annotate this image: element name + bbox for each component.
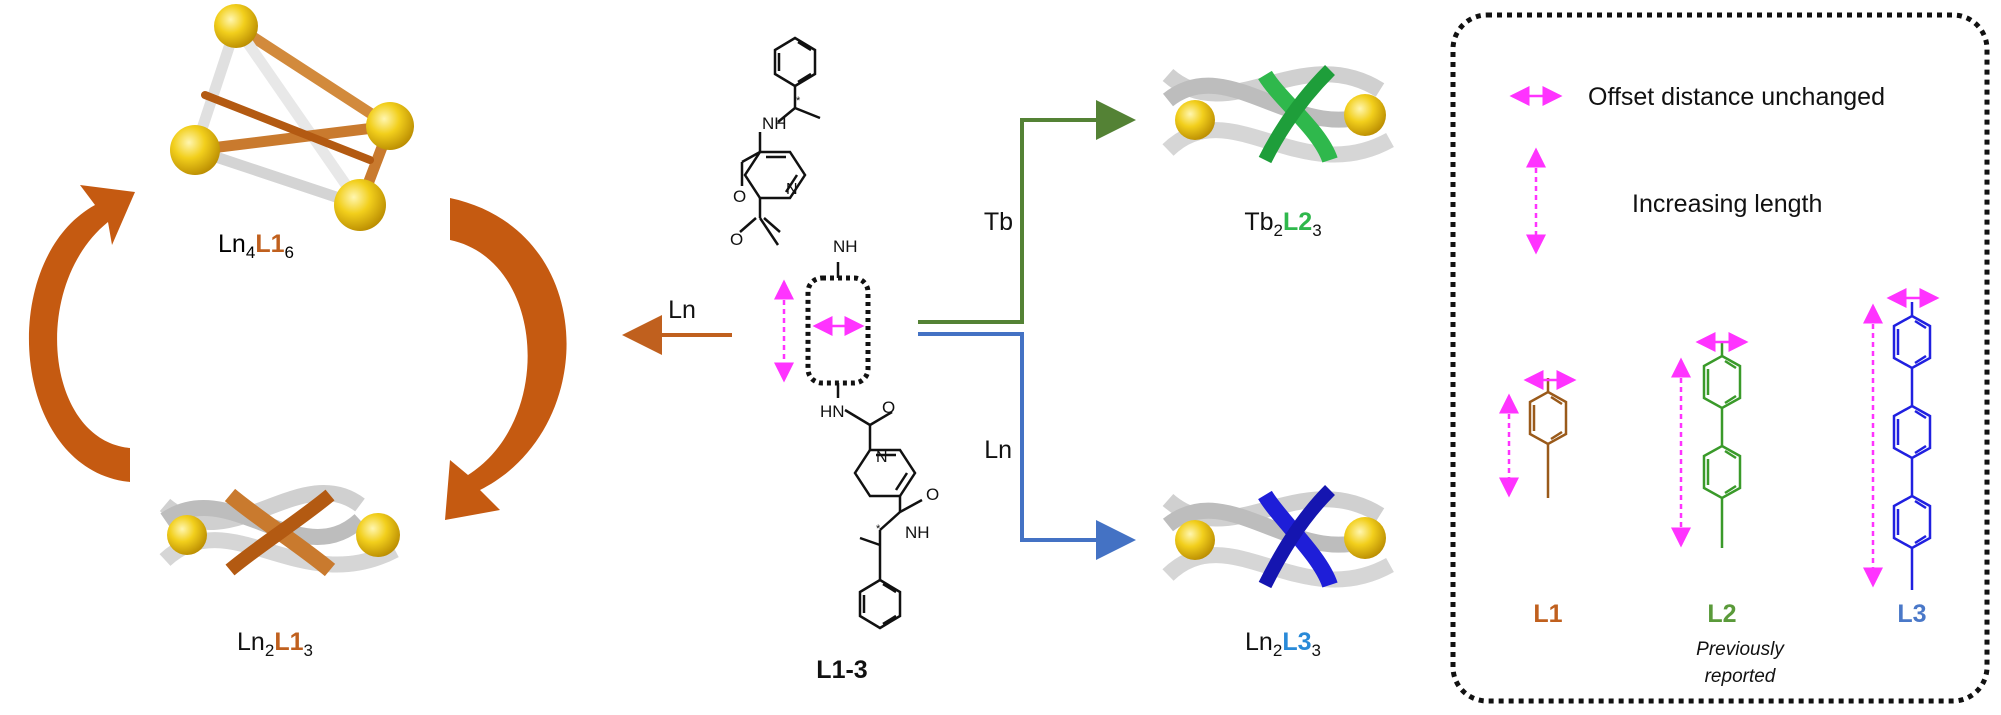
helicate-l2-label: Tb2L23 — [1244, 208, 1321, 240]
helicate-l3-label: Ln2L33 — [1245, 628, 1321, 660]
atom-nh-top: NH — [833, 237, 858, 256]
arrow-to-ln-l3 — [918, 332, 1136, 560]
legend-l2-label: L2 — [1707, 600, 1736, 628]
spacer-l2 — [1702, 343, 1742, 548]
helicate-l1-label: Ln2L13 — [237, 628, 313, 660]
atom-o-top2: O — [730, 230, 743, 249]
legend-l1-label: L1 — [1533, 600, 1562, 628]
legend-l3-label: L3 — [1897, 600, 1926, 628]
cycle-arrow-left — [28, 185, 135, 482]
atom-n-top: N — [786, 181, 798, 198]
ligand-label: L1-3 — [816, 656, 867, 684]
ligand-structure — [739, 36, 923, 630]
legend-length-text: Increasing length — [1632, 190, 1822, 218]
legend-note-line2: reported — [1705, 666, 1777, 687]
atom-hn-bottom: HN — [820, 402, 845, 421]
arrow-tb-label: Tb — [984, 208, 1013, 236]
legend-offset-text: Offset distance unchanged — [1588, 83, 1885, 111]
arrow-ln-label: Ln — [668, 296, 696, 324]
atom-n-bottom: N — [876, 449, 888, 466]
tetrahedron-label: Ln4L16 — [218, 230, 294, 262]
helicate-l2 — [1162, 65, 1394, 164]
atom-o-top: O — [733, 187, 746, 206]
atom-star-top: * — [796, 95, 801, 107]
legend-box — [1450, 12, 1990, 704]
legend-note-line1: Previously — [1696, 639, 1785, 660]
arrow-ln-l3-label: Ln — [984, 436, 1012, 464]
atom-o-bottom2: O — [926, 485, 939, 504]
spacer-l1 — [1528, 378, 1568, 498]
helicate-l1 — [159, 485, 400, 577]
cycle-arrow-right — [445, 198, 567, 520]
atom-star-bottom: * — [876, 523, 881, 535]
atom-nh-bottom: NH — [905, 523, 930, 542]
spacer-l3 — [1892, 302, 1932, 590]
atom-o-bottom: O — [882, 398, 895, 417]
helicate-l3 — [1162, 485, 1394, 589]
arrow-to-tb — [918, 100, 1136, 324]
atom-labels: NH * O N O NH HN O N O NH * — [730, 95, 939, 542]
atom-hn-top: NH — [762, 114, 787, 133]
tetrahedron-cage — [170, 4, 414, 231]
